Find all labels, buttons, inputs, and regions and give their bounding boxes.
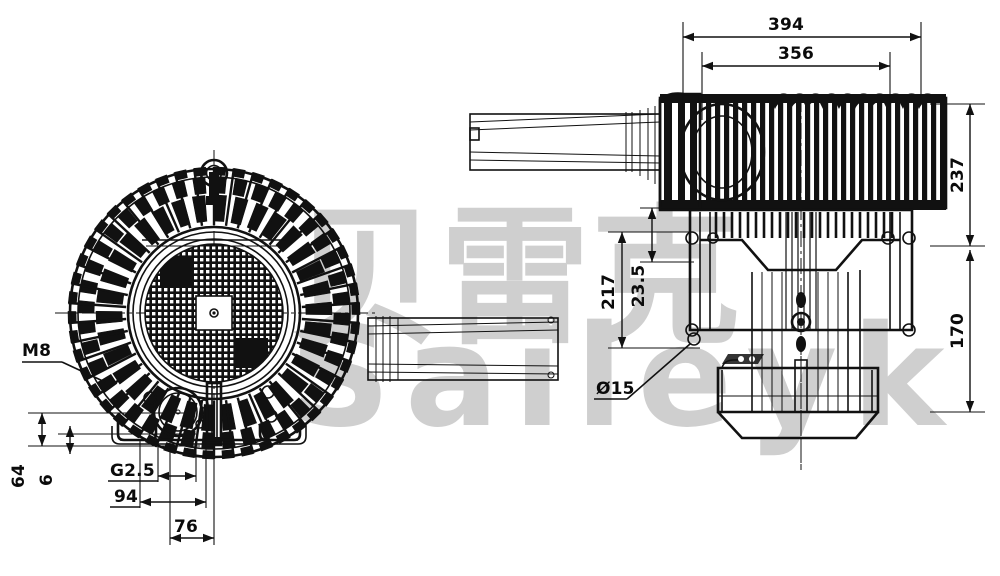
housing-inner-ring-2 (132, 231, 296, 395)
bolt-hole-left-upper (685, 231, 699, 245)
bolt-hole-left-lower (685, 323, 699, 337)
inlet-pipe-upper (469, 106, 661, 184)
base-hatch (722, 354, 764, 364)
dimension-170: 170 (930, 250, 985, 413)
base-block (716, 354, 880, 470)
dimension-94: 94 (110, 440, 207, 508)
side-port-boss (143, 386, 209, 438)
right-side-ribs (751, 270, 861, 412)
lifting-eye (199, 158, 229, 205)
dimension-23-5-label: 23.5 (629, 265, 649, 308)
mounting-feet (111, 420, 307, 445)
housing-mid-body (685, 96, 916, 470)
dimension-6: 6 (37, 426, 200, 486)
dimension-23-5: 23.5 (629, 207, 700, 308)
bolt-hole-right-upper (881, 231, 895, 245)
dimension-6-label: 6 (37, 474, 57, 486)
callout-dia-15: Ø15 (594, 332, 701, 400)
dimension-217-label: 217 (599, 274, 619, 310)
dimension-76: 76 (169, 440, 215, 545)
center-rib (205, 381, 223, 447)
motor-finned-body (658, 92, 948, 212)
shaft-center-dot (212, 311, 216, 315)
callout-m8: M8 (22, 341, 106, 383)
dimension-237-label: 237 (948, 157, 968, 193)
dimension-94-label: 94 (114, 487, 138, 507)
dimension-64-label: 64 (9, 464, 29, 488)
dimension-356: 356 (701, 44, 891, 120)
g2-5-label: G2.5 (110, 461, 155, 481)
m8-label: M8 (22, 341, 51, 361)
shaft-boss (790, 311, 812, 333)
dimension-g2-5: G2.5 (108, 440, 197, 482)
front-view (55, 150, 375, 470)
watermark-latin: Saileyk (290, 296, 959, 459)
right-boss (261, 385, 278, 423)
housing-inner-ring (126, 225, 302, 401)
outlet-pipe-lower (367, 316, 559, 382)
dia-15-target-hole (687, 332, 701, 346)
dia-15-label: Ø15 (596, 379, 635, 399)
shaft-center (209, 308, 219, 318)
bolt-hole-left-upper-2 (707, 232, 719, 244)
hub-outline-2 (139, 238, 289, 388)
watermark-group: 贝雷克 Saileyk (290, 192, 959, 459)
dimension-237: 237 (930, 103, 985, 247)
dimension-394: 394 (682, 15, 922, 120)
bolt-hole-right-lower (902, 323, 916, 337)
dimension-76-label: 76 (174, 517, 198, 537)
hub-grid-pattern (139, 238, 289, 388)
side-view (367, 92, 948, 470)
dimension-170-label: 170 (948, 313, 968, 349)
dimension-356-label: 356 (778, 44, 814, 64)
watermark-chinese: 贝雷克 (290, 192, 740, 366)
dimension-394-label: 394 (768, 15, 804, 35)
bolt-hole-right-upper-2 (902, 231, 916, 245)
